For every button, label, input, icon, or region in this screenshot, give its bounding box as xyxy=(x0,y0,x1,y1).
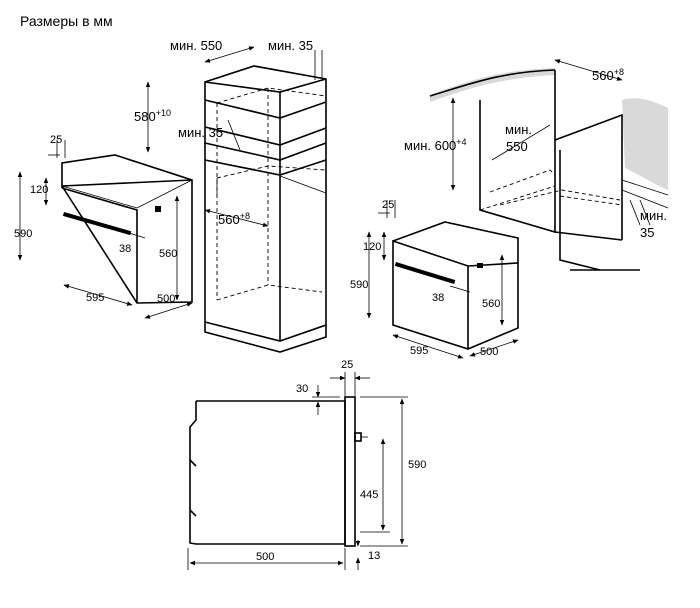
oven-right-dim-590: 590 xyxy=(350,279,368,291)
oven-right-dim-120: 120 xyxy=(363,241,381,253)
undercounter-gap-line2: 35 xyxy=(640,225,654,240)
undercounter-gap-line1: мин. xyxy=(640,208,667,223)
oven-left-dim-120: 120 xyxy=(30,184,48,196)
oven-right-dim-595: 595 xyxy=(410,345,428,357)
undercounter-niche: мин. 600+4 мин. 550 560+8 мин. 35 xyxy=(404,59,669,271)
oven-right-dim-38: 38 xyxy=(432,292,444,304)
undercounter-height-min: мин. 600+4 xyxy=(404,137,467,153)
cabinet-height: 580+10 xyxy=(134,108,171,124)
page-title: Размеры в мм xyxy=(20,13,113,29)
tall-cabinet: мин. 550 мин. 35 580+10 мин. 35 560+8 xyxy=(134,38,327,353)
oven-left: 25 120 590 38 560 595 500 xyxy=(14,134,193,319)
cabinet-depth-min: мин. 550 xyxy=(170,38,222,53)
oven-side-view: 25 30 590 445 500 13 xyxy=(187,359,426,570)
undercounter-depth-min-line2: 550 xyxy=(506,139,528,154)
oven-left-dim-590: 590 xyxy=(14,228,32,240)
cabinet-gap-min: мин. 35 xyxy=(178,125,223,140)
oven-left-dim-500: 500 xyxy=(157,293,175,305)
undercounter-width: 560+8 xyxy=(592,67,624,83)
cabinet-back-min: мин. 35 xyxy=(268,38,313,53)
oven-left-dim-25: 25 xyxy=(50,134,62,146)
side-dim-500: 500 xyxy=(256,551,274,563)
oven-right-dim-25: 25 xyxy=(382,199,394,211)
oven-right-dim-500: 500 xyxy=(480,346,498,358)
oven-left-dim-38: 38 xyxy=(119,243,131,255)
side-dim-30: 30 xyxy=(296,383,308,395)
side-dim-445: 445 xyxy=(360,489,378,501)
cabinet-width: 560+8 xyxy=(218,211,250,227)
undercounter-depth-min-line1: мин. xyxy=(505,122,532,137)
side-dim-590: 590 xyxy=(408,459,426,471)
side-dim-13: 13 xyxy=(368,550,380,562)
side-dim-25: 25 xyxy=(341,359,353,371)
oven-right-dim-560: 560 xyxy=(482,298,500,310)
oven-right: 25 120 590 38 560 595 500 xyxy=(350,199,519,359)
oven-left-dim-595: 595 xyxy=(86,292,104,304)
oven-left-dim-560: 560 xyxy=(159,248,177,260)
